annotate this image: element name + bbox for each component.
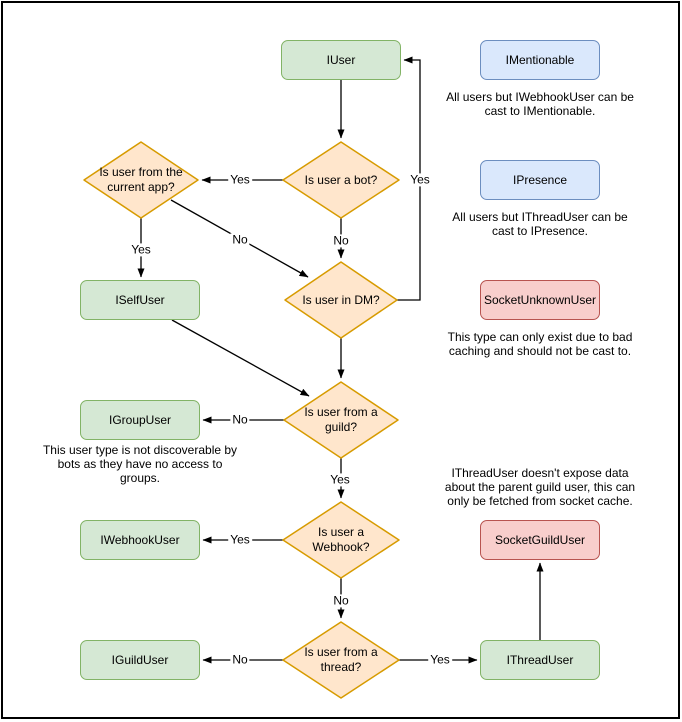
- note-socketguilduser-line2: about the parent guild user, this can: [444, 480, 636, 495]
- label-yes-currentapp-iselfuser: Yes: [129, 242, 153, 257]
- note-igroupuser-line2: bots as they have no access to: [57, 457, 223, 472]
- node-socketunknownuser: SocketUnknownUser: [480, 280, 600, 320]
- decision-from-guild-line2: guild?: [324, 420, 358, 434]
- label-no-currentapp-indm: No: [230, 232, 250, 247]
- label-yes-isbot-currentapp: Yes: [228, 172, 252, 187]
- note-ipresence-line1: All users but IThreadUser can be: [452, 210, 628, 224]
- note-socketunknownuser: This type can only exist due to bad cach…: [430, 330, 650, 358]
- label-yes-fromthread-ithreaduser: Yes: [428, 652, 452, 667]
- note-imentionable: All users but IWebhookUser can be cast t…: [430, 90, 650, 118]
- decision-is-webhook-shape: [282, 501, 400, 579]
- node-socketunknownuser-label: SocketUnknownUser: [483, 293, 597, 307]
- decision-from-thread-line1: Is user from a: [304, 645, 378, 659]
- decision-is-webhook-line1: Is user a: [317, 525, 365, 539]
- note-socketunknownuser-line1: This type can only exist due to bad: [447, 330, 633, 344]
- decision-current-app-label: Is user from the current app?: [89, 142, 193, 218]
- note-ipresence: All users but IThreadUser can be cast to…: [430, 210, 650, 238]
- decision-current-app-line1: Is user from the: [99, 165, 183, 179]
- label-no-fromguild-igroupuser: No: [230, 412, 250, 427]
- node-socketguilduser-label: SocketGuildUser: [494, 533, 586, 547]
- decision-current-app-line2: current app?: [107, 180, 175, 194]
- label-no-fromthread-iguilduser: No: [230, 652, 250, 667]
- note-socketguilduser-line1: IThreadUser doesn't expose data: [451, 466, 629, 480]
- node-iselfuser: ISelfUser: [80, 280, 200, 320]
- decision-from-thread-label: Is user from a thread?: [289, 622, 393, 698]
- node-socketguilduser: SocketGuildUser: [480, 520, 600, 560]
- node-iselfuser-label: ISelfUser: [115, 293, 165, 307]
- note-igroupuser-line1: This user type is not discoverable by: [42, 443, 238, 457]
- decision-is-bot-line1: Is user a bot?: [304, 172, 378, 187]
- node-iwebhookuser-label: IWebhookUser: [100, 533, 180, 547]
- label-yes-iswebhook-iwebhookuser: Yes: [228, 532, 252, 547]
- label-no-iswebhook-fromthread: No: [331, 593, 351, 608]
- note-imentionable-line2: cast to IMentionable.: [484, 104, 596, 119]
- decision-from-guild-line1: Is user from a: [304, 405, 378, 419]
- note-socketunknownuser-line2: caching and should not be cast to.: [448, 344, 632, 359]
- label-yes-indm-iuser: Yes: [408, 172, 432, 187]
- decision-from-guild-label: Is user from a guild?: [289, 382, 393, 458]
- note-igroupuser: This user type is not discoverable by bo…: [35, 443, 245, 485]
- decision-in-dm-label: Is user in DM?: [289, 262, 393, 338]
- decision-is-webhook-label: Is user a Webhook?: [289, 502, 393, 578]
- note-igroupuser-line3: groups.: [119, 471, 161, 486]
- decision-is-bot-shape: [282, 141, 400, 219]
- node-imentionable: IMentionable: [480, 40, 600, 80]
- node-igroupuser: IGroupUser: [80, 400, 200, 440]
- decision-from-thread-shape: [282, 621, 400, 699]
- node-ipresence: IPresence: [480, 160, 600, 200]
- node-iguilduser: IGuildUser: [80, 640, 200, 680]
- node-imentionable-label: IMentionable: [505, 53, 575, 67]
- note-socketguilduser: IThreadUser doesn't expose data about th…: [430, 466, 650, 508]
- label-yes-fromguild-iswebhook: Yes: [328, 472, 352, 487]
- decision-current-app-shape: [83, 141, 199, 219]
- decision-from-thread-line2: thread?: [320, 660, 362, 674]
- note-ipresence-line2: cast to IPresence.: [491, 224, 589, 239]
- decision-is-webhook-line2: Webhook?: [312, 540, 370, 554]
- decision-from-guild-shape: [283, 381, 399, 459]
- decision-in-dm-shape: [284, 261, 398, 339]
- edge-iselfuser-to-fromguild: [171, 319, 310, 397]
- node-iuser-label: IUser: [326, 53, 356, 67]
- decision-in-dm-line1: Is user in DM?: [302, 292, 380, 307]
- node-iguilduser-label: IGuildUser: [111, 653, 169, 667]
- node-igroupuser-label: IGroupUser: [108, 413, 172, 427]
- node-ipresence-label: IPresence: [512, 173, 568, 187]
- note-imentionable-line1: All users but IWebhookUser can be: [446, 90, 634, 104]
- note-socketguilduser-line3: only be fetched from socket cache.: [447, 494, 633, 509]
- node-ithreaduser: IThreadUser: [480, 640, 600, 680]
- node-ithreaduser-label: IThreadUser: [506, 653, 574, 667]
- decision-is-bot-label: Is user a bot?: [289, 142, 393, 218]
- node-iuser: IUser: [281, 40, 401, 80]
- node-iwebhookuser: IWebhookUser: [80, 520, 200, 560]
- label-no-isbot-indm: No: [331, 233, 351, 248]
